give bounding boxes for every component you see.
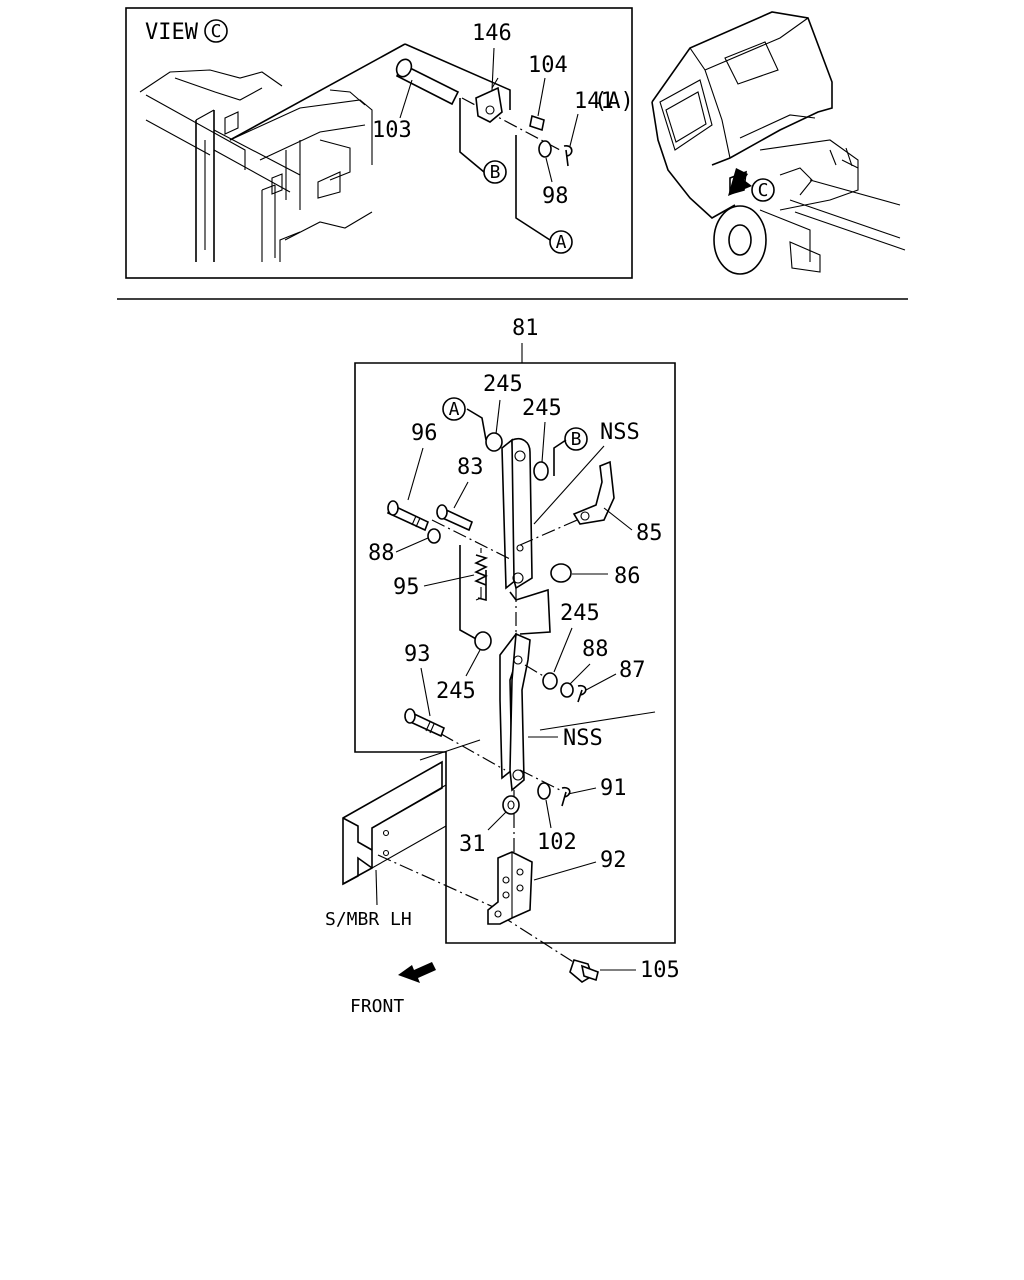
assembly-81-frame xyxy=(354,362,676,944)
callout-93: 93 xyxy=(404,642,431,667)
view-c-frame xyxy=(125,7,633,279)
callout-245-mid: 245 xyxy=(560,601,600,626)
callout-95: 95 xyxy=(393,575,420,600)
callout-88-upper: 88 xyxy=(368,541,395,566)
callout-96: 96 xyxy=(411,421,438,446)
bushing-31 xyxy=(502,795,520,815)
cotter-pin-87 xyxy=(577,684,587,703)
svg-text:A: A xyxy=(556,232,567,253)
svg-text:C: C xyxy=(758,180,769,201)
bracket-85 xyxy=(572,460,615,525)
leader-b-main xyxy=(553,439,567,476)
member-label: S/MBR LH xyxy=(325,909,412,930)
leader-88-245 xyxy=(459,545,479,641)
marker-b-top: B xyxy=(483,160,507,184)
bolt-104 xyxy=(529,114,545,132)
cotter-pin-91 xyxy=(561,786,571,807)
bolt-93 xyxy=(404,708,446,738)
front-wheel xyxy=(713,205,767,275)
front-arrow-icon xyxy=(398,962,436,983)
marker-a-top: A xyxy=(549,230,573,254)
bushing-245-right xyxy=(533,461,549,481)
callout-86: 86 xyxy=(614,564,641,589)
washer-98 xyxy=(538,140,552,158)
svg-text:A: A xyxy=(449,399,460,420)
view-c-inset: VIEW C xyxy=(125,7,634,279)
bushing-245-left xyxy=(474,631,492,651)
callout-98: 98 xyxy=(542,184,569,209)
callout-91: 91 xyxy=(600,776,627,801)
callout-88-lower: 88 xyxy=(582,637,609,662)
callout-102: 102 xyxy=(537,830,577,855)
callout-92: 92 xyxy=(600,848,627,873)
bolt-105 xyxy=(569,959,599,983)
spring-95 xyxy=(474,548,489,601)
marker-c-locator: C xyxy=(751,178,775,202)
washer-88-lower xyxy=(560,682,574,698)
assembly-81: 81 xyxy=(325,316,676,983)
callout-245-right: 245 xyxy=(522,396,562,421)
callout-245-top: 245 xyxy=(483,372,523,397)
callout-81: 81 xyxy=(512,316,539,341)
washer-88-upper xyxy=(427,528,441,544)
cotter-pin-141 xyxy=(563,145,573,167)
bracket-92 xyxy=(487,851,533,925)
svg-text:C: C xyxy=(211,21,222,42)
callout-85: 85 xyxy=(636,521,663,546)
view-ref-marker: C xyxy=(204,19,228,43)
truck-locator-sketch: C xyxy=(651,11,906,275)
view-title: VIEW xyxy=(145,20,199,45)
front-label: FRONT xyxy=(350,996,404,1017)
upper-link-arm xyxy=(501,437,533,590)
callout-nss-lower: NSS xyxy=(563,726,603,751)
front-indicator: FRONT xyxy=(350,962,436,1017)
callout-103: 103 xyxy=(372,118,412,143)
marker-b-main: B xyxy=(564,427,588,451)
view-direction-arrow xyxy=(728,168,752,196)
svg-text:B: B xyxy=(571,429,582,450)
callout-31: 31 xyxy=(459,832,486,857)
lower-link-arm xyxy=(499,632,531,792)
callout-87: 87 xyxy=(619,658,646,683)
leader-a-main xyxy=(466,408,487,441)
callout-146: 146 xyxy=(472,21,512,46)
leader-b-top xyxy=(459,98,485,173)
callout-104: 104 xyxy=(528,53,568,78)
bushing-245-top xyxy=(485,432,503,452)
pin-96 xyxy=(386,500,430,532)
callout-141-suffix: (A) xyxy=(594,89,634,114)
washer-102 xyxy=(537,782,551,800)
bracket-146 xyxy=(475,77,503,123)
callout-83: 83 xyxy=(457,455,484,480)
callout-nss-upper: NSS xyxy=(600,420,640,445)
side-member-lh xyxy=(342,760,447,906)
callout-245-left: 245 xyxy=(436,679,476,704)
pin-103 xyxy=(395,58,460,106)
callout-141: 141 xyxy=(574,89,614,114)
marker-a-main: A xyxy=(442,397,466,421)
snap-ring-86 xyxy=(550,563,572,583)
callout-105: 105 xyxy=(640,958,680,983)
leader-a-top xyxy=(515,135,551,241)
svg-text:B: B xyxy=(490,162,501,183)
chassis-linework xyxy=(139,69,373,262)
bushing-245-lower xyxy=(542,672,558,690)
bolt-83 xyxy=(436,504,474,532)
